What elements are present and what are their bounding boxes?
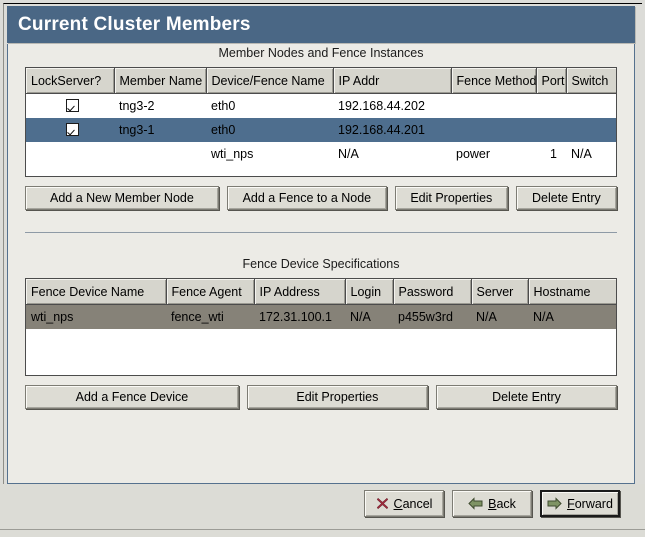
forward-label: Forward [567,497,613,511]
cancel-rest: ancel [402,496,433,511]
cell-password: p455w3rd [398,310,453,324]
cancel-mnemonic: C [393,496,403,511]
col-device-fence-name[interactable]: Device/Fence Name [206,68,334,94]
cell-switch: N/A [571,147,592,161]
forward-mnemonic: F [567,496,575,511]
table-filler-row [26,166,616,176]
edit-properties-member-button[interactable]: Edit Properties [394,186,508,210]
cancel-button[interactable]: Cancel [364,490,444,517]
members-section-caption: Member Nodes and Fence Instances [218,46,424,60]
col-port[interactable]: Port [536,68,567,94]
cell-login: N/A [350,310,371,324]
cell-fence-method [451,118,536,142]
cell-server: N/A [476,310,497,324]
col-ip-address[interactable]: IP Address [254,279,346,305]
lockserver-checkbox[interactable] [66,122,79,136]
title-bar: Current Cluster Members [7,6,635,43]
cell-ip-addr: 192.168.44.201 [338,123,425,137]
cell-fence-method [451,94,536,119]
fence-devices-table-wrap: Fence Device Name Fence Agent IP Address… [25,278,617,376]
back-mnemonic: B [488,496,497,511]
page-title: Current Cluster Members [18,13,251,35]
col-password[interactable]: Password [393,279,472,305]
fence-section-caption: Fence Device Specifications [242,257,400,271]
table-row[interactable]: tng3-2 eth0 192.168.44.202 [26,93,616,119]
cell-switch [566,94,616,119]
member-actions-toolbar: Add a New Member Node Add a Fence to a N… [25,186,618,210]
cell-lockserver[interactable] [26,94,114,119]
col-member-name[interactable]: Member Name [114,68,207,94]
cell-member-name [114,142,206,166]
table-filler-row [26,329,616,375]
cell-port [536,94,566,119]
cell-hostname: N/A [533,310,554,324]
fence-actions-toolbar: Add a Fence Device Edit Properties Delet… [25,385,618,409]
col-lockserver[interactable]: LockServer? [26,68,115,94]
back-label: Back [488,497,516,511]
fence-devices-table[interactable]: Fence Device Name Fence Agent IP Address… [26,279,616,375]
table-row-selected[interactable]: tng3-1 eth0 192.168.44.201 [26,118,616,142]
table-header-row: Fence Device Name Fence Agent IP Address… [26,279,616,305]
add-fence-device-button[interactable]: Add a Fence Device [25,385,239,409]
cell-ip-address: 172.31.100.1 [259,310,332,324]
cell-switch [566,118,616,142]
col-server[interactable]: Server [471,279,529,305]
col-hostname[interactable]: Hostname [528,279,616,305]
back-rest: ack [496,496,516,511]
cancel-label: Cancel [394,497,433,511]
member-nodes-table[interactable]: LockServer? Member Name Device/Fence Nam… [26,68,616,176]
edit-properties-fence-button[interactable]: Edit Properties [246,385,428,409]
cell-member-name: tng3-1 [119,123,155,137]
cell-device-fence-name: eth0 [211,99,236,113]
wizard-footer: Cancel Back Forward [0,484,645,537]
cell-ip-addr: N/A [338,147,359,161]
cancel-x-icon [376,497,389,510]
cell-fence-method: power [456,147,491,161]
footer-divider [0,529,645,530]
cell-fence-agent: fence_wti [171,310,224,324]
forward-rest: orward [574,496,613,511]
cell-port [536,118,566,142]
col-ip-addr[interactable]: IP Addr [333,68,452,94]
table-header-row: LockServer? Member Name Device/Fence Nam… [26,68,616,94]
col-fence-method[interactable]: Fence Method [451,68,537,94]
cell-lockserver [26,142,114,166]
cell-member-name: tng3-2 [119,99,155,113]
add-new-member-node-button[interactable]: Add a New Member Node [25,186,219,210]
arrow-left-icon [468,497,483,510]
cell-device-fence-name: eth0 [211,123,236,137]
forward-button[interactable]: Forward [540,490,620,517]
lockserver-checkbox[interactable] [66,98,79,112]
col-fence-agent[interactable]: Fence Agent [166,279,255,305]
delete-entry-member-button[interactable]: Delete Entry [515,186,618,210]
section-divider [25,232,617,233]
cell-port: 1 [550,147,557,161]
table-row[interactable]: wti_nps N/A power 1 N/A [26,142,616,166]
content-panel: Member Nodes and Fence Instances LockSer… [7,44,635,484]
cell-fence-device-name: wti_nps [31,310,74,324]
wizard-nav-buttons: Cancel Back Forward [364,490,620,517]
col-fence-device-name[interactable]: Fence Device Name [26,279,167,305]
table-row-selected[interactable]: wti_nps fence_wti 172.31.100.1 N/A p455w… [26,304,616,329]
add-fence-to-node-button[interactable]: Add a Fence to a Node [226,186,387,210]
col-login[interactable]: Login [345,279,394,305]
cell-device-fence-name: wti_nps [211,147,254,161]
cell-lockserver[interactable] [26,118,114,142]
member-nodes-table-wrap: LockServer? Member Name Device/Fence Nam… [25,67,617,177]
delete-entry-fence-button[interactable]: Delete Entry [435,385,618,409]
back-button[interactable]: Back [452,490,532,517]
cell-ip-addr: 192.168.44.202 [338,99,425,113]
arrow-right-icon [547,497,562,510]
col-switch[interactable]: Switch [566,68,616,94]
